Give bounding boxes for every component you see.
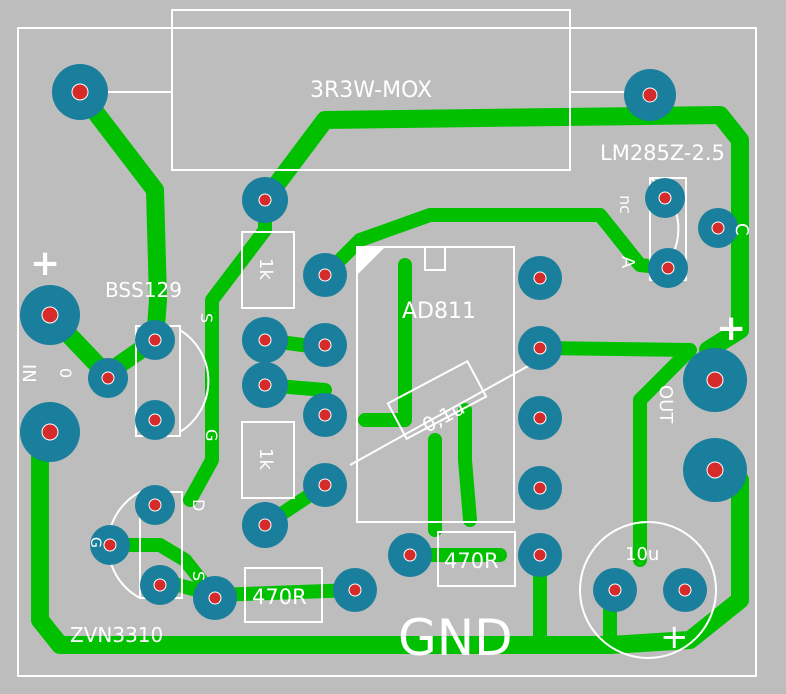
- label-in-zero: 0: [56, 368, 75, 378]
- label-reg-pin-c: C: [731, 223, 752, 236]
- label-out-plus: +: [716, 308, 746, 349]
- label-res-470-left: 470R: [252, 585, 307, 609]
- label-fet-top-s: S: [197, 313, 216, 323]
- label-regulator: LM285Z-2.5: [600, 141, 725, 165]
- label-reg-pin-nc: nc: [616, 195, 635, 214]
- label-fet-top-g: G: [202, 429, 221, 441]
- label-fet-bottom-s: S: [189, 571, 208, 581]
- label-opamp: AD811: [402, 299, 476, 324]
- label-cap-plus: +: [660, 617, 689, 657]
- board-outline: [17, 27, 757, 677]
- label-fet-top-d: D: [189, 499, 208, 511]
- label-reg-pin-a: A: [617, 256, 638, 269]
- label-fet-bottom-g: G: [87, 537, 103, 548]
- label-in: IN: [18, 364, 39, 383]
- pads: [20, 64, 747, 620]
- label-fet-top: BSS129: [105, 278, 182, 302]
- label-resistor-mox: 3R3W-MOX: [310, 78, 432, 103]
- label-out: OUT: [655, 385, 676, 424]
- label-res-1k-bottom: 1k: [255, 448, 276, 470]
- label-in-plus: +: [30, 243, 60, 284]
- label-cap-electrolytic: 10u: [625, 544, 659, 565]
- label-res-1k-top: 1k: [255, 258, 276, 280]
- label-gnd: GND: [398, 609, 513, 667]
- label-res-470-right: 470R: [444, 549, 499, 573]
- label-fet-bottom: ZVN3310: [70, 623, 163, 647]
